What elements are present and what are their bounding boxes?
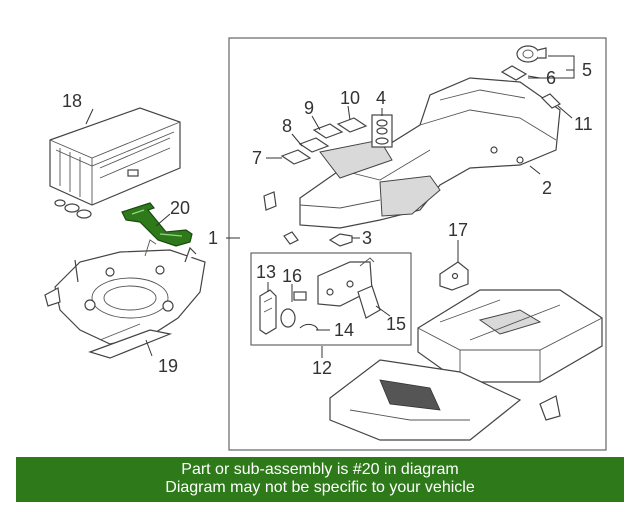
parts-diagram: 18 20 19 1 2 3 4 5 6 11 7 8 9 10 17 13 1… <box>44 37 607 451</box>
callout-15: 15 <box>386 314 406 334</box>
part-8-pad[interactable] <box>298 137 330 153</box>
part-2-cover[interactable] <box>299 77 561 229</box>
part-16-plug[interactable] <box>280 291 307 328</box>
subassembly-frame-12 <box>250 252 412 346</box>
callout-9: 9 <box>304 98 314 118</box>
callout-12: 12 <box>312 358 332 378</box>
assembly-frame <box>228 37 607 451</box>
part-19-tray[interactable] <box>44 239 206 359</box>
callout-11: 11 <box>574 114 593 134</box>
banner-line-1: Part or sub-assembly is #20 in diagram <box>181 461 459 478</box>
callout-6: 6 <box>546 68 556 88</box>
banner-line-2: Diagram may not be specific to your vehi… <box>165 479 475 496</box>
part-17-bracket[interactable] <box>439 261 469 291</box>
callout-5: 5 <box>582 60 592 80</box>
part-5-cap[interactable] <box>516 45 547 63</box>
part-13-plate[interactable] <box>259 289 277 335</box>
callouts: 18 20 19 1 2 3 4 5 6 11 7 8 9 10 17 13 1… <box>62 60 593 378</box>
callout-13: 13 <box>256 262 276 282</box>
part-14-wire[interactable] <box>299 323 319 331</box>
battery-tray <box>329 359 561 441</box>
callout-3: 3 <box>362 228 372 248</box>
callout-18: 18 <box>62 91 82 111</box>
part-3-clip[interactable] <box>328 233 353 247</box>
callout-14: 14 <box>334 320 354 340</box>
part-15-cover[interactable] <box>357 285 381 319</box>
info-banner: Part or sub-assembly is #20 in diagram D… <box>16 457 624 502</box>
callout-16: 16 <box>282 266 302 286</box>
callout-19: 19 <box>158 356 178 376</box>
callout-4: 4 <box>376 88 386 108</box>
battery-pack <box>417 289 603 383</box>
callout-8: 8 <box>282 116 292 136</box>
part-7-pad[interactable] <box>280 149 312 165</box>
part-18-module[interactable] <box>49 107 181 219</box>
leader-lines <box>85 55 575 358</box>
part-10-pad[interactable] <box>336 117 368 133</box>
callout-1: 1 <box>208 228 218 248</box>
callout-2: 2 <box>542 178 552 198</box>
callout-10: 10 <box>340 88 360 108</box>
callout-20: 20 <box>170 198 190 218</box>
part-9-pad[interactable] <box>312 123 344 139</box>
part-11-seal[interactable] <box>540 93 562 109</box>
callout-7: 7 <box>252 148 262 168</box>
callout-17: 17 <box>448 220 468 240</box>
small-bracket <box>263 191 299 245</box>
part-4-seals[interactable] <box>371 114 393 148</box>
part-6-gasket[interactable] <box>500 65 528 81</box>
